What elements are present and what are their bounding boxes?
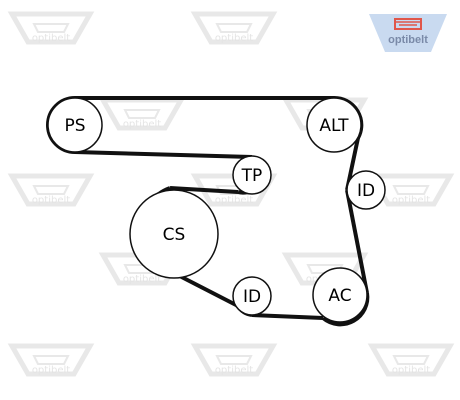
pulley-cs: CS bbox=[129, 189, 219, 279]
optibelt-logo: optibelt bbox=[369, 14, 447, 52]
watermark-logo bbox=[12, 346, 90, 376]
pulley-label: CS bbox=[163, 225, 186, 245]
svg-text:optibelt: optibelt bbox=[388, 34, 428, 46]
pulley-label: ID bbox=[357, 181, 375, 201]
pulley-label: ALT bbox=[319, 116, 349, 136]
pulley-id-upper: ID bbox=[346, 170, 386, 210]
pulley-id-lower: ID bbox=[232, 276, 272, 316]
pulley-tp: TP bbox=[232, 155, 272, 195]
watermark-logo bbox=[372, 346, 450, 376]
pulley-ps: PS bbox=[47, 97, 103, 153]
watermark-logo bbox=[12, 14, 90, 44]
pulley-label: AC bbox=[328, 286, 351, 306]
pulley-label: PS bbox=[64, 116, 85, 136]
watermark-logo bbox=[103, 100, 181, 130]
watermark-logo bbox=[195, 14, 273, 44]
pulley-alt: ALT bbox=[306, 97, 362, 153]
belt-span bbox=[251, 313, 324, 320]
watermark-logo bbox=[195, 346, 273, 376]
belt-span bbox=[169, 186, 239, 194]
belt-span bbox=[74, 150, 253, 159]
pulleys: PS ALT TP ID CS ID AC bbox=[47, 97, 386, 323]
pulley-label: TP bbox=[241, 166, 263, 186]
pulley-label: ID bbox=[243, 287, 261, 307]
pulley-ac: AC bbox=[312, 267, 368, 323]
belt-span bbox=[345, 189, 369, 294]
belt-wrap-ac bbox=[321, 292, 370, 327]
watermark-logo bbox=[12, 176, 90, 206]
